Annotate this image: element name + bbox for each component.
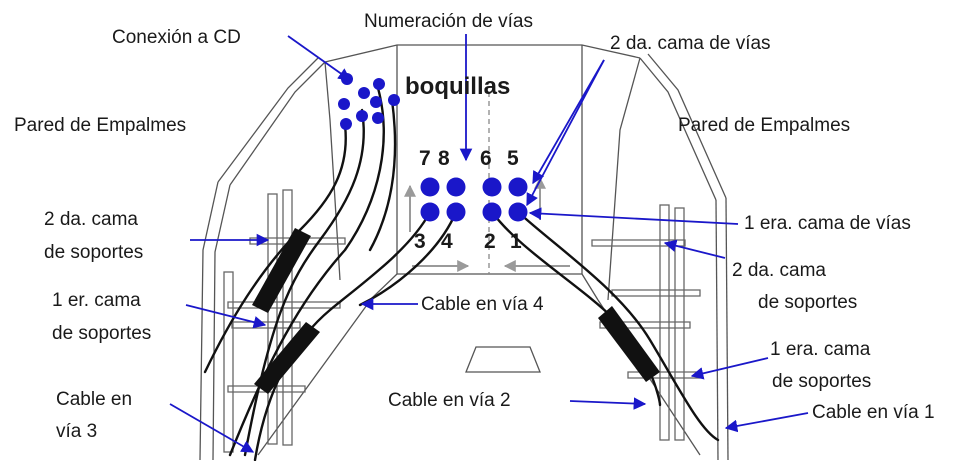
duct-3 [420,202,440,222]
label-primera-cama-de-vias: 1 era. cama de vías [744,213,911,234]
sump-outline [465,346,541,373]
duct-number-5: 5 [507,147,519,170]
label-cable-en-via-2: Cable en vía 2 [388,390,511,411]
label-segunda-cama-de-vias: 2 da. cama de vías [610,33,771,54]
label-segunda-cama-soportes-left-l2: de soportes [44,242,143,263]
duct-8 [446,177,466,197]
label-primera-cama-soportes-right-l2: de soportes [772,371,871,392]
duct-4 [446,202,466,222]
duct-1 [508,202,528,222]
duct-6 [482,177,502,197]
label-segunda-cama-soportes-right-l1: 2 da. cama [732,260,826,281]
label-boquillas: boquillas [405,73,510,100]
duct-numbers: 7 8 6 5 3 4 2 1 [414,147,522,253]
label-primera-cama-soportes-right-l1: 1 era. cama [770,339,871,360]
label-primera-cama-soportes-left-l2: de soportes [52,323,151,344]
duct-number-2: 2 [484,230,496,253]
label-segunda-cama-soportes-right-l2: de soportes [758,292,857,313]
duct-number-6: 6 [480,147,492,170]
label-cable-en-via-3-l2: vía 3 [56,421,97,442]
duct-number-7: 7 [419,147,431,170]
pointer-arrows [169,34,809,453]
duct-number-4: 4 [441,230,453,253]
label-pared-de-empalmes-right: Pared de Empalmes [678,115,850,136]
splice-upper-left [252,228,311,313]
label-cable-en-via-4: Cable en vía 4 [421,294,544,315]
splice-right [598,306,660,382]
duct-number-3: 3 [414,230,426,253]
duct-7 [420,177,440,197]
label-cable-en-via-3-l1: Cable en [56,389,132,410]
splice-sleeves [252,228,660,394]
label-pared-de-empalmes-left: Pared de Empalmes [14,115,186,136]
label-conexion-a-cd: Conexión a CD [112,27,241,48]
labels: Numeración de vías Conexión a CD 2 da. c… [14,11,935,442]
label-numeracion-de-vias: Numeración de vías [364,11,533,32]
cd-connection-dots [338,73,400,130]
splice-lower-left [254,322,320,394]
duct-5 [508,177,528,197]
duct-2 [482,202,502,222]
label-cable-en-via-1: Cable en vía 1 [812,402,935,423]
label-segunda-cama-soportes-left-l1: 2 da. cama [44,209,138,230]
right-support-racks [591,204,701,441]
ducts [420,177,528,222]
duct-number-8: 8 [438,147,450,170]
left-support-racks [223,189,346,453]
label-primera-cama-soportes-left-l1: 1 er. cama [52,290,141,311]
duct-number-1: 1 [510,230,522,253]
